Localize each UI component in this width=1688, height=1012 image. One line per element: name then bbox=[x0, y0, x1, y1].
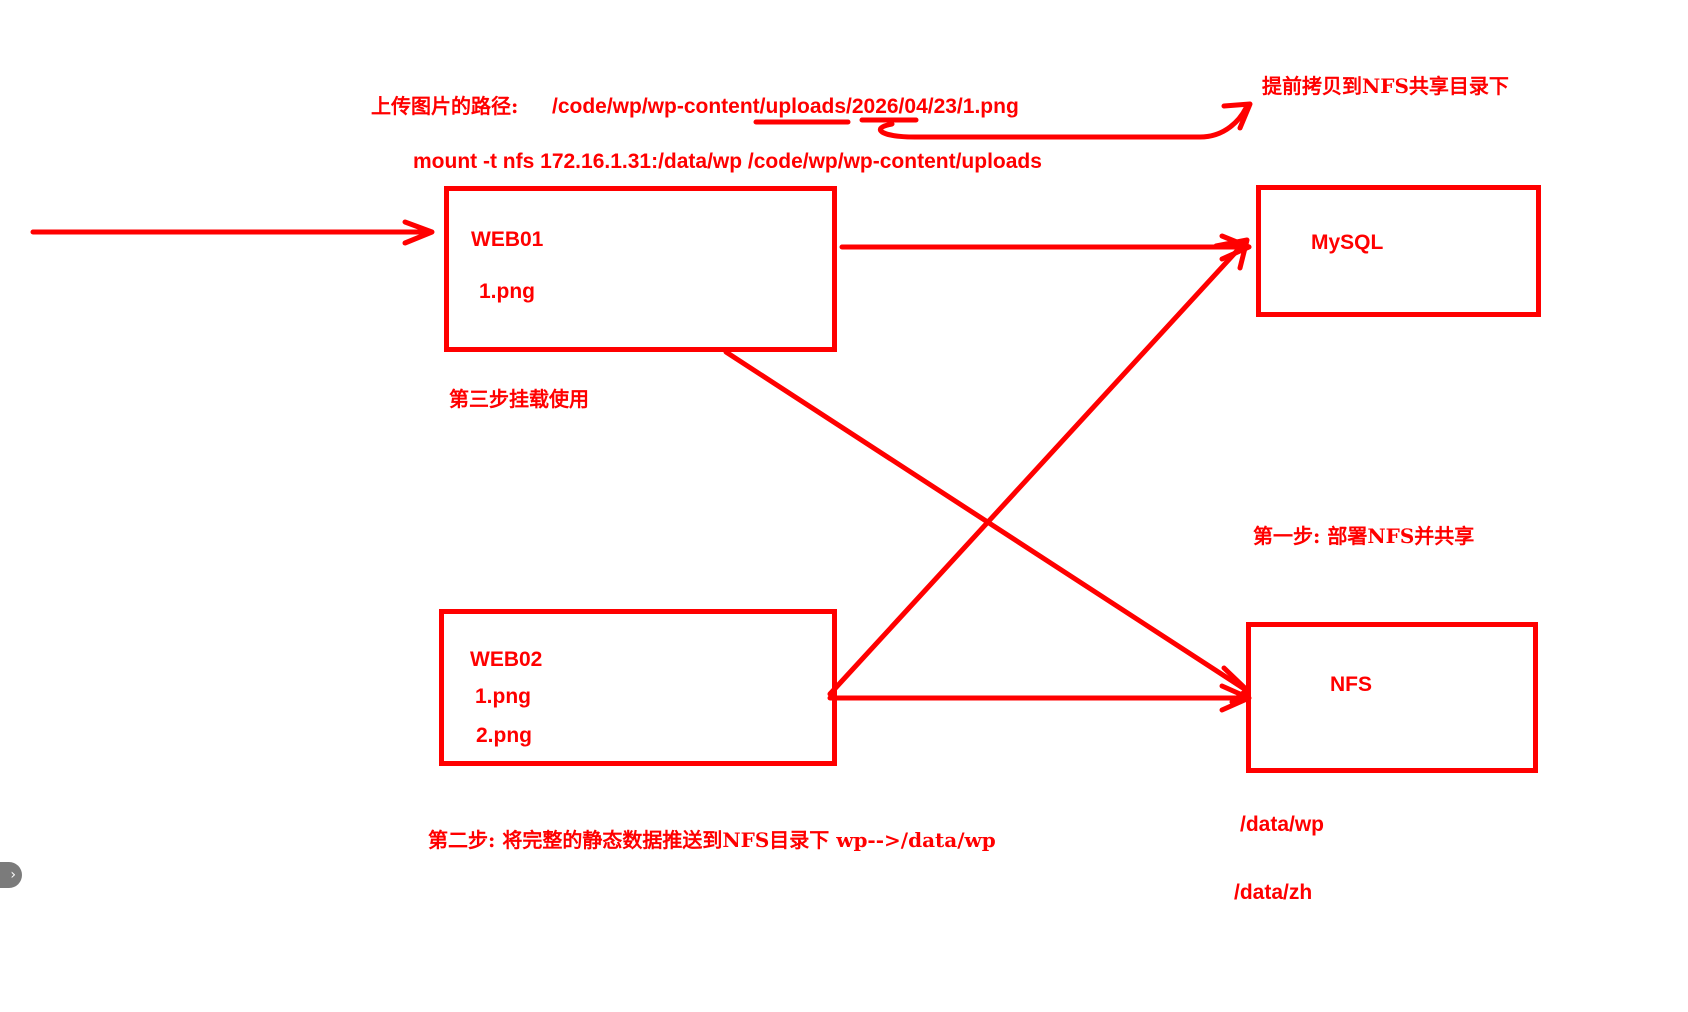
nfs-export-zh: /data/zh bbox=[1234, 881, 1313, 904]
upload-path-prefix: 上传图片的路径: bbox=[371, 94, 519, 118]
arrowhead-web02-to-mysql bbox=[1213, 237, 1250, 271]
step3-label: 第三步挂载使用 bbox=[449, 387, 589, 411]
web01-title: WEB01 bbox=[471, 228, 544, 251]
step1-label: 第一步: 部署NFS并共享 bbox=[1253, 524, 1475, 548]
mount-command: mount -t nfs 172.16.1.31:/data/wp /code/… bbox=[413, 150, 1042, 173]
copy-note: 提前拷贝到NFS共享目录下 bbox=[1262, 74, 1509, 98]
mysql-box bbox=[1256, 185, 1541, 317]
web02-box bbox=[439, 609, 837, 766]
step2-label: 第二步: 将完整的静态数据推送到NFS目录下 wp-->/data/wp bbox=[428, 828, 996, 852]
mysql-title: MySQL bbox=[1311, 231, 1384, 254]
nfs-export-wp: /data/wp bbox=[1240, 813, 1325, 836]
web01-box bbox=[444, 186, 837, 352]
nfs-title: NFS bbox=[1330, 673, 1372, 696]
arrow-web02-to-mysql bbox=[827, 238, 1249, 697]
chevron-right-icon: › bbox=[10, 867, 16, 883]
web02-file-2: 2.png bbox=[476, 724, 532, 747]
nfs-box bbox=[1246, 622, 1538, 773]
web01-file-1: 1.png bbox=[479, 280, 535, 303]
arrow-to-copy-note bbox=[877, 105, 1249, 140]
sidebar-toggle-button[interactable]: › bbox=[0, 862, 22, 888]
web02-file-1: 1.png bbox=[475, 685, 531, 708]
upload-path: /code/wp/wp-content/uploads/2026/04/23/1… bbox=[552, 95, 1019, 118]
incoming-arrowhead bbox=[402, 219, 435, 246]
web02-title: WEB02 bbox=[470, 648, 543, 671]
arrowhead-to-copy-note bbox=[1221, 101, 1253, 131]
